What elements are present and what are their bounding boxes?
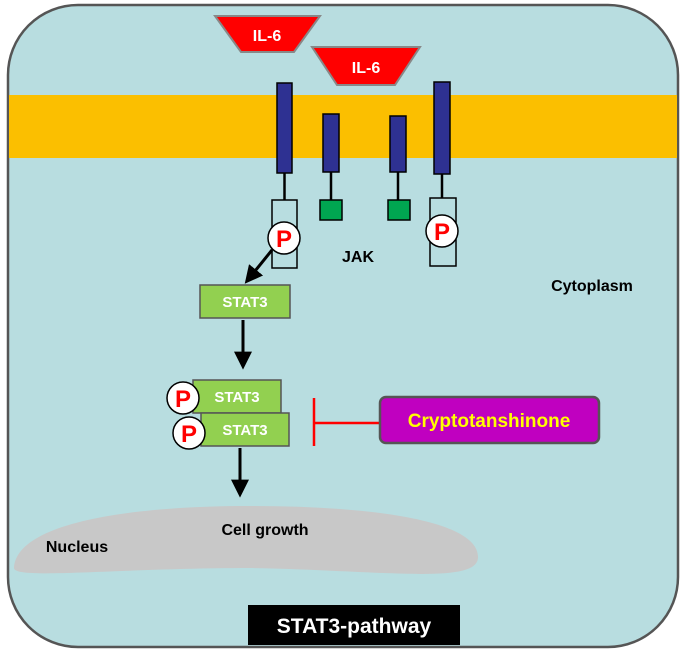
jak-kinase: [387, 199, 411, 221]
stat3-monomer: STAT3: [199, 284, 291, 319]
phospho-circle: [166, 381, 200, 415]
ligand-label: IL-6: [352, 60, 381, 77]
inhibitor-label: Cryptotanshinone: [408, 411, 571, 432]
stat3-dimer-bottom: [200, 412, 290, 447]
cryptotanshinone-box: Cryptotanshinone: [378, 395, 601, 445]
phospho-label: P: [175, 386, 191, 413]
ligand-il6-2: IL-6: [310, 46, 422, 86]
jak-kinase: [319, 199, 343, 221]
jak-receptor-left: [319, 113, 343, 221]
pathway-title: STAT3-pathway: [277, 615, 432, 638]
ligand-il6-1: IL-6: [213, 15, 322, 53]
stat3-label: STAT3: [214, 389, 259, 406]
cell-membrane: [9, 95, 677, 158]
phospho-label: P: [276, 226, 292, 253]
jak-receptor-right: [387, 115, 411, 221]
stat3-dimer: STAT3 STAT3 P P: [166, 379, 290, 450]
phospho-label: P: [181, 421, 197, 448]
pathway-title-box: [248, 605, 460, 645]
phospho-circle: [425, 214, 459, 248]
stat3-label: STAT3: [222, 422, 267, 439]
receptor-right: P: [425, 81, 459, 267]
nucleus-label: Nucleus: [46, 539, 108, 556]
phospho-circle: [267, 221, 301, 255]
cell-body: [6, 3, 680, 649]
phospho-label: P: [434, 219, 450, 246]
stat3-dimer-top: [192, 379, 282, 414]
stat3-label: STAT3: [222, 294, 267, 311]
jak-label: JAK: [342, 249, 374, 266]
phospho-circle: [172, 416, 206, 450]
receptor-left: P: [267, 82, 301, 269]
activation-arrow: [244, 249, 274, 284]
cytoplasm-label: Cytoplasm: [551, 278, 633, 295]
ligand-label: IL-6: [253, 28, 282, 45]
cell-growth-label: Cell growth: [221, 522, 308, 539]
inhibition-line: [312, 398, 380, 446]
nucleus: [14, 506, 479, 574]
